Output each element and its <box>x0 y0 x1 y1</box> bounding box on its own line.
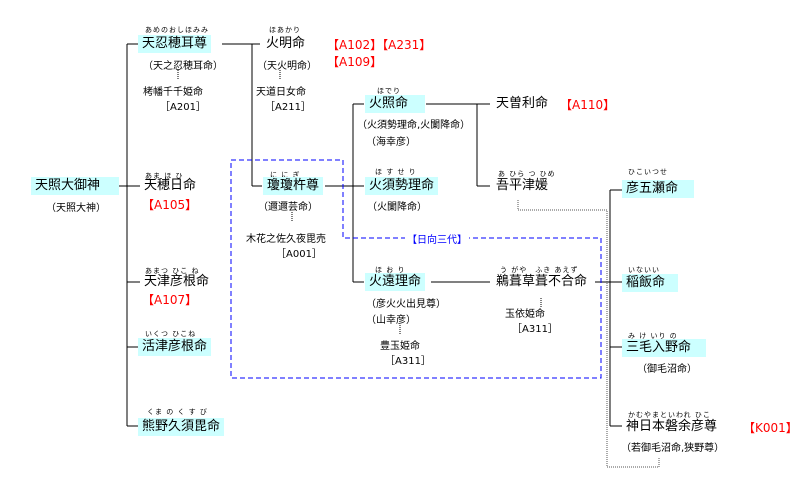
amenosori-name: 天曽利命 <box>496 96 549 111</box>
hoderi-alt-2: （海幸彦） <box>366 137 416 148</box>
hoderi-alt-1: （火須勢理命,火闌降命） <box>357 120 471 131</box>
hoderi-name: 火照命 <box>365 95 425 113</box>
itsuse-name: 彦五瀬命 <box>622 180 694 198</box>
amatsuhikone-ruby: あまつ ひこ ね <box>145 267 200 275</box>
amatsuhikone-name: 天津彦根命 <box>144 274 210 289</box>
hosuseri-name: 火須勢理命 <box>365 177 439 195</box>
ahiratsuhime-name: 吾平津媛 <box>496 178 549 193</box>
jimmu-ruby: かむやまといわれ ひこ <box>628 411 711 419</box>
oshihomimi-spouse-code: ［A201］ <box>160 102 206 113</box>
oshihomimi-alt: （天之忍穂耳命） <box>143 61 223 72</box>
honoakari-spouse: 天道日女命 <box>256 87 306 98</box>
amenosori-code[interactable]: 【A110】 <box>560 98 616 112</box>
inai-name: 稲飯命 <box>622 274 678 292</box>
oshihomimi-name: 天忍穂耳尊 <box>138 35 212 53</box>
hoderi-ruby: ほでり <box>377 87 401 95</box>
ninigi-alt: （邇邇芸命） <box>258 202 318 213</box>
ikutsuhikone-name: 活津彦根命 <box>138 338 212 356</box>
ugaya-ruby: う がや ふき あえず <box>500 266 579 274</box>
kumanokusubi-name: 熊野久須毘命 <box>138 418 225 436</box>
ugaya-spouse-code: ［A311］ <box>512 324 558 335</box>
hosuseri-ruby: ほ す せ り <box>375 168 417 176</box>
amaterasu-name: 天照大御神 <box>31 177 119 195</box>
mikeirino-alt: （御毛沼命） <box>637 364 697 375</box>
honoakari-code-1[interactable]: 【A102】【A231】 <box>327 38 432 52</box>
kumanokusubi-ruby: くま の く す び <box>147 408 208 416</box>
oshihomimi-spouse: 栲幡千千姫命 <box>143 87 203 98</box>
jimmu-alt: （若御毛沼命,狭野尊） <box>621 443 725 454</box>
hoori-alt-1: （彦火火出見尊） <box>366 299 446 310</box>
ugaya-spouse: 玉依姫命 <box>505 309 545 320</box>
honoakari-spouse-code: ［A211］ <box>265 102 311 113</box>
ninigi-ruby: に に ぎ <box>270 171 301 179</box>
honoakari-name: 火明命 <box>266 36 306 51</box>
amaterasu-alt: （天照大神） <box>46 203 106 214</box>
ahiratsuhime-ruby: あ ひら つ ひめ <box>498 170 556 178</box>
mikeirino-name: 三毛入野命 <box>622 339 706 357</box>
hoori-alt-2: （山幸彦） <box>366 315 416 326</box>
amenohohi-ruby: あま ほ ひ <box>145 172 184 180</box>
itsuse-ruby: ひこいつせ <box>628 168 668 176</box>
amenohohi-code[interactable]: 【A105】 <box>142 198 198 212</box>
hoori-name: 火遠理命 <box>365 273 426 291</box>
hyuga-region-label: 【日向三代】 <box>405 231 469 246</box>
hoori-ruby: ほ お り <box>375 266 406 274</box>
inai-ruby: いないい <box>628 266 660 274</box>
ninigi-spouse-code: ［A001］ <box>276 249 322 260</box>
oshihomimi-ruby: あめのおしほみみ <box>145 26 209 34</box>
jimmu-name: 神日本磐余彦尊 <box>626 419 718 434</box>
hoori-spouse: 豊玉姫命 <box>380 341 420 352</box>
ugaya-name: 鵜葺草葺不合命 <box>496 274 588 289</box>
hoori-spouse-code: ［A311］ <box>385 356 431 367</box>
hyuga-region-border <box>230 159 602 379</box>
honoakari-ruby: ほあかり <box>269 26 301 34</box>
honoakari-code-2[interactable]: 【A109】 <box>327 55 383 69</box>
ikutsuhikone-ruby: いくつ ひこね <box>145 330 197 338</box>
hosuseri-alt: （火闌降命） <box>367 202 427 213</box>
amatsuhikone-code[interactable]: 【A107】 <box>142 293 198 307</box>
amenohohi-name: 天穂日命 <box>144 178 197 193</box>
ninigi-spouse: 木花之佐久夜毘売 <box>246 234 326 245</box>
jimmu-code[interactable]: 【K001】 <box>743 421 798 435</box>
mikeirino-ruby: み け いり の <box>628 332 678 340</box>
line-ahiratsuhime-marriage <box>517 200 660 468</box>
honoakari-alt: （天火明命） <box>257 61 317 72</box>
ninigi-name: 瓊瓊杵尊 <box>263 177 324 195</box>
